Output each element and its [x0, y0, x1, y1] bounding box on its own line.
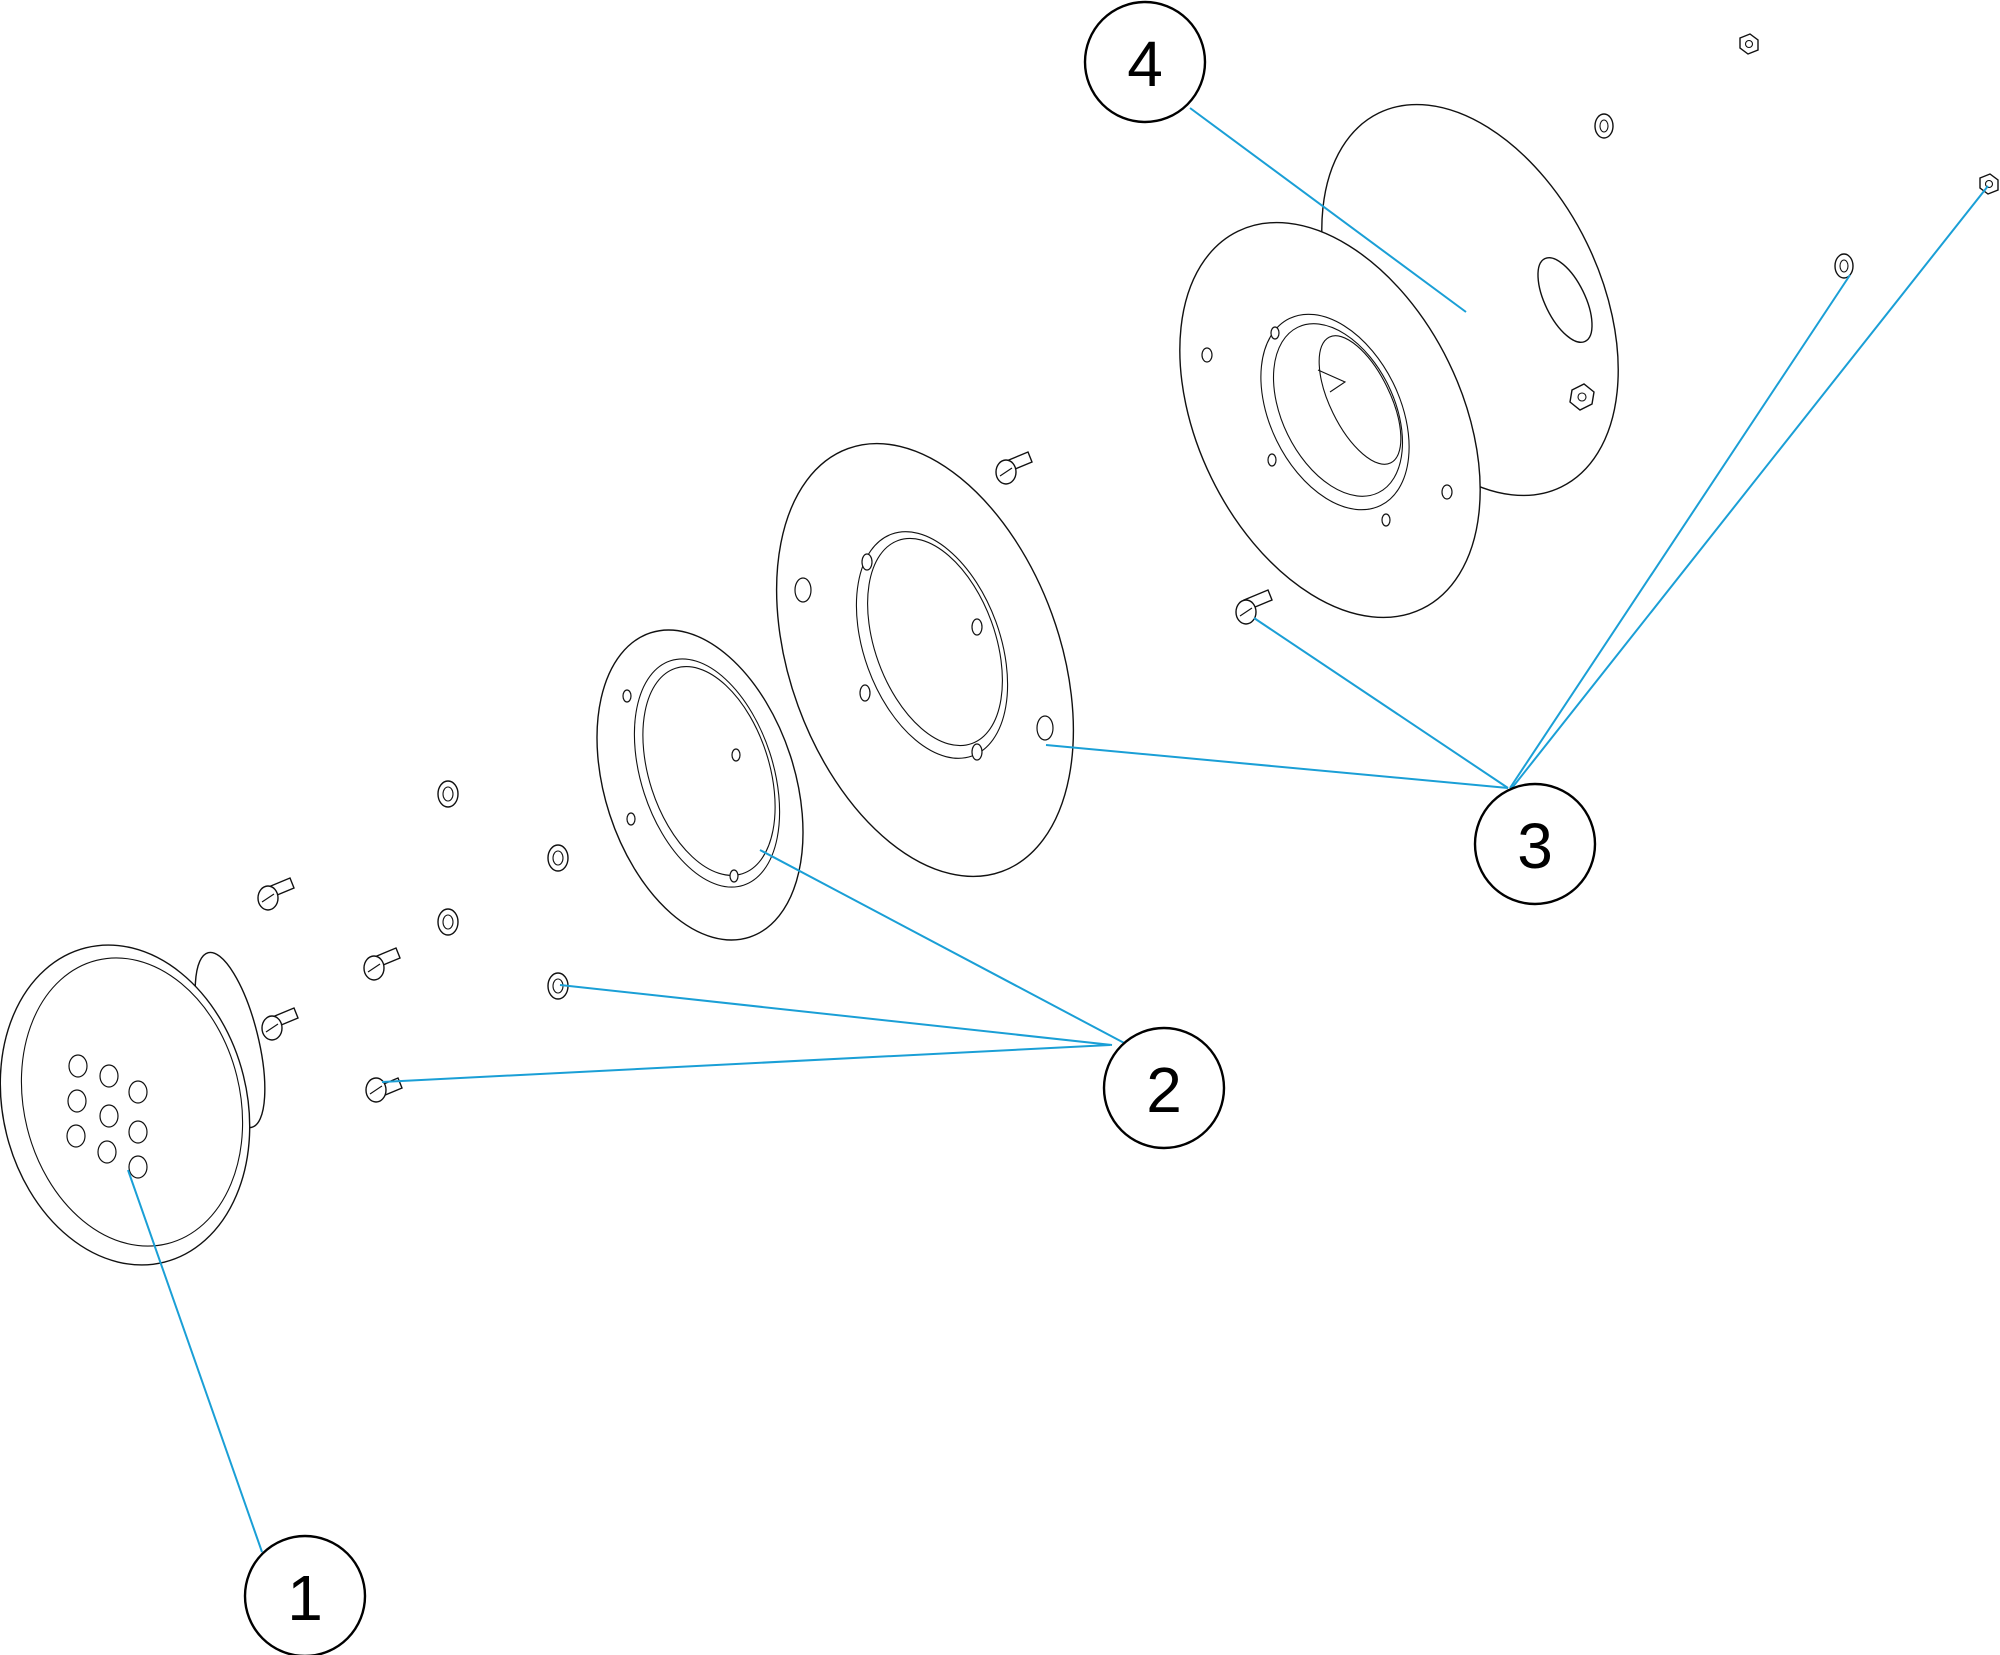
leader-lines — [127, 107, 1989, 1553]
leader-line-4 — [1189, 107, 1467, 313]
callout-number: 2 — [1146, 1054, 1182, 1126]
screw-icon — [365, 1077, 403, 1103]
screw-icon — [261, 1007, 299, 1041]
leader-line-1 — [127, 1169, 263, 1553]
part-3-flange-gasket — [775, 442, 1075, 878]
nut-icon — [1739, 33, 1759, 55]
leader-line-2 — [759, 849, 1129, 1046]
washer-icon — [437, 780, 459, 808]
screw-icon — [1235, 589, 1273, 625]
leader-line-2 — [559, 984, 1113, 1046]
screw-icon — [995, 451, 1033, 485]
callout-number: 1 — [287, 1562, 323, 1634]
washer-icon — [1834, 253, 1854, 279]
leader-line-2 — [381, 1044, 1111, 1083]
screw-icon — [363, 947, 401, 981]
leader-line-3 — [1511, 185, 1989, 789]
screw-icon — [257, 877, 295, 911]
callout-2: 2 — [1102, 1026, 1226, 1150]
washer-hardware — [437, 33, 1999, 1000]
washer-icon — [1594, 113, 1614, 139]
callout-3: 3 — [1473, 782, 1597, 906]
part-4-housing — [1179, 103, 1619, 619]
part-1-front-grille — [0, 944, 266, 1266]
nut-icon — [1979, 173, 1999, 195]
leader-line-3 — [1253, 617, 1509, 789]
leader-line-3 — [1045, 744, 1509, 789]
callout-number: 3 — [1517, 810, 1553, 882]
part-2-gasket-ring — [596, 629, 804, 941]
washer-icon — [437, 908, 459, 936]
screw-hardware — [257, 451, 1273, 1103]
callout-1: 1 — [243, 1534, 367, 1655]
leader-line-3 — [1509, 274, 1851, 789]
callout-number: 4 — [1127, 28, 1163, 100]
washer-icon — [547, 844, 569, 872]
callout-4: 4 — [1083, 0, 1207, 124]
